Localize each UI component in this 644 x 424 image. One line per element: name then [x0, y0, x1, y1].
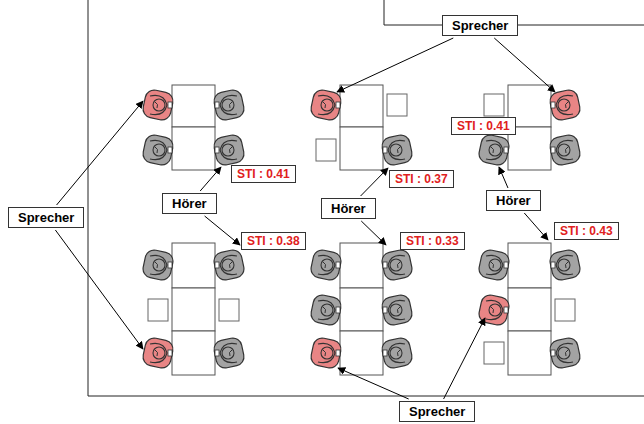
label-text: STI : 0.37 [395, 172, 448, 186]
empty-chair [387, 94, 407, 116]
listener-label: Hörer [321, 198, 376, 219]
leader-arrow [57, 101, 143, 205]
listener-person [548, 133, 581, 166]
leader-arrow [338, 368, 409, 399]
label-text: STI : 0.38 [247, 234, 300, 248]
room-wall [88, 0, 644, 396]
label-text: Hörer [496, 193, 531, 208]
label-text: Hörer [331, 201, 366, 216]
label-text: Sprecher [409, 404, 465, 419]
listener-person [309, 293, 342, 326]
speaker-person [548, 88, 581, 121]
table [172, 127, 215, 170]
table [508, 331, 551, 375]
empty-chair [148, 299, 168, 321]
leader-arrow [337, 38, 453, 92]
table [508, 243, 551, 288]
leader-arrow [524, 213, 548, 240]
table [172, 85, 215, 127]
listener-person [380, 133, 413, 166]
listener-person [212, 88, 245, 121]
table [340, 85, 383, 127]
label-text: STI : 0.33 [406, 234, 459, 248]
speaker-label: Sprecher [399, 401, 475, 422]
table [172, 288, 215, 331]
table [340, 331, 383, 375]
listener-person [212, 133, 245, 166]
label-text: Sprecher [18, 210, 74, 225]
label-text: Hörer [172, 196, 207, 211]
sti-value: STI : 0.33 [400, 232, 465, 250]
listener-label: Hörer [162, 193, 217, 214]
table [172, 331, 215, 375]
listener-person [548, 248, 581, 281]
leader-arrow [361, 168, 388, 196]
empty-chair [484, 342, 504, 364]
listener-person [477, 248, 510, 281]
leader-arrow [494, 38, 555, 92]
listener-person [548, 336, 581, 369]
listener-person [141, 248, 174, 281]
table [508, 288, 551, 331]
table [340, 127, 383, 170]
sti-value: STI : 0.38 [241, 232, 306, 250]
leader-arrow [361, 221, 386, 245]
empty-chair [219, 299, 239, 321]
listener-person [380, 336, 413, 369]
speaker-person [477, 293, 510, 326]
sti-value: STI : 0.43 [554, 222, 619, 240]
empty-chair [555, 299, 575, 321]
sti-value: STI : 0.37 [389, 170, 454, 188]
table [340, 243, 383, 288]
speaker-person [309, 336, 342, 369]
listener-person [141, 133, 174, 166]
label-text: STI : 0.41 [457, 119, 510, 133]
table [340, 288, 383, 331]
label-text: Sprecher [452, 18, 508, 33]
label-text: STI : 0.41 [237, 167, 290, 181]
empty-chair [484, 94, 504, 116]
listener-person [380, 293, 413, 326]
sti-value: STI : 0.41 [231, 165, 296, 183]
listener-label: Hörer [486, 190, 541, 211]
speaker-label: Sprecher [442, 15, 518, 36]
listener-person [477, 133, 510, 166]
speaker-person [141, 336, 174, 369]
listener-person [212, 248, 245, 281]
leader-arrow [55, 230, 143, 349]
leader-arrow [499, 167, 508, 188]
listener-person [309, 248, 342, 281]
leader-arrow [205, 216, 240, 245]
listener-person [380, 248, 413, 281]
speaker-person [309, 88, 342, 121]
leader-arrow [200, 167, 221, 191]
label-text: STI : 0.43 [560, 224, 613, 238]
empty-chair [316, 139, 336, 161]
table [172, 243, 215, 288]
listener-person [212, 336, 245, 369]
speaker-person [141, 88, 174, 121]
sti-value: STI : 0.41 [451, 117, 516, 135]
speaker-label: Sprecher [8, 207, 84, 228]
leader-arrow [444, 318, 485, 399]
